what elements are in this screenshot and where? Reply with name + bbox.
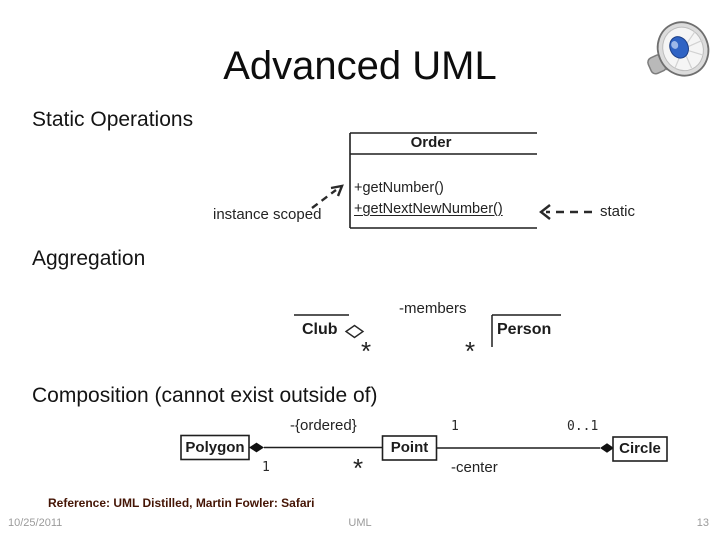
members-role-label: -members (399, 300, 467, 317)
point-class-name: Point (390, 439, 429, 456)
center-role-label: -center (451, 459, 498, 476)
polygon-multiplicity: 1 (262, 460, 270, 475)
order-instance-method: +getNumber() (354, 180, 444, 196)
instance-scoped-label: instance scoped (213, 206, 322, 223)
slide-page-number: 13 (696, 517, 709, 529)
polygon-class-name: Polygon (185, 439, 245, 456)
person-class-name: Person (497, 321, 552, 338)
order-static-method: +getNextNewNumber() (354, 201, 503, 217)
footer-date: 10/25/2011 (8, 517, 63, 529)
circle-class-box (612, 436, 668, 462)
heading-composition: Composition (cannot exist outside of) (32, 384, 378, 407)
ordered-constraint-label: -{ordered} (290, 417, 357, 434)
point-center-multiplicity: 1 (451, 419, 459, 434)
club-multiplicity: * (361, 336, 372, 366)
point-multiplicity: * (353, 453, 364, 483)
static-arrow (539, 204, 592, 220)
circle-composition-diamond (600, 443, 614, 453)
audio-speaker-icon[interactable] (643, 15, 713, 79)
person-class-box (491, 314, 561, 347)
circle-multiplicity: 0..1 (567, 419, 599, 434)
polygon-composition-diamond (249, 442, 264, 453)
circle-class-name: Circle (619, 440, 661, 457)
club-class-name: Club (302, 321, 338, 338)
aggregation-diamond (344, 324, 365, 339)
instance-scoped-arrow (311, 184, 344, 209)
footer-center-text: UML (348, 517, 372, 529)
reference-text: Reference: UML Distilled, Martin Fowler:… (48, 496, 315, 510)
order-class-name: Order (410, 134, 452, 151)
person-multiplicity: * (465, 336, 476, 366)
point-class-box (381, 435, 438, 461)
slide-title: Advanced UML (223, 44, 497, 88)
heading-static-operations: Static Operations (32, 108, 194, 131)
order-class-box (349, 132, 537, 229)
static-label: static (600, 203, 636, 220)
heading-aggregation: Aggregation (32, 247, 146, 270)
